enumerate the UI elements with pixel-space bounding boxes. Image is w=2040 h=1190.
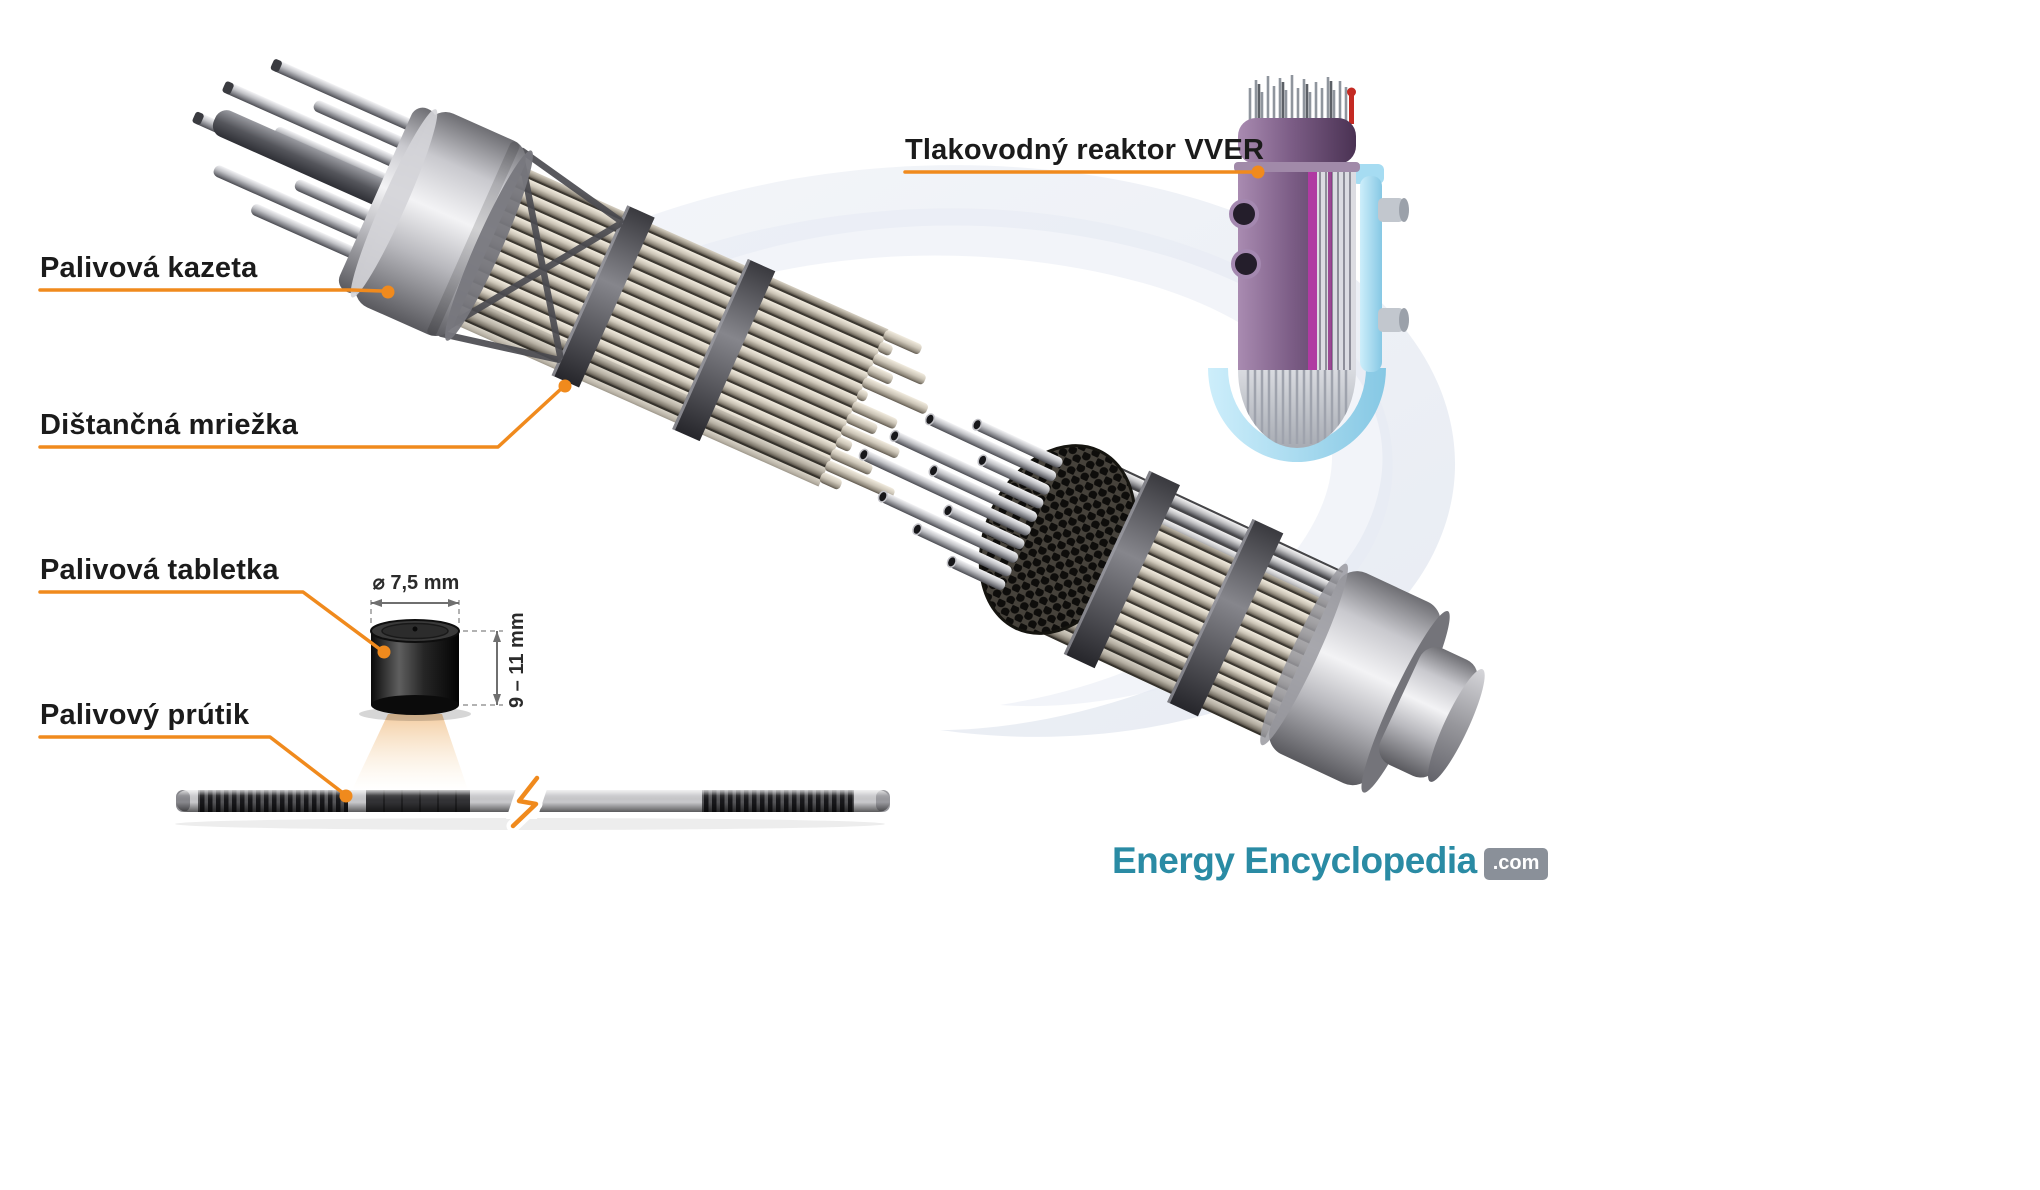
reactor-flange <box>1234 162 1360 172</box>
reactor-nozzle-lower <box>1231 249 1261 279</box>
rod-break-zigzag <box>510 775 540 829</box>
hex-spacer-bands <box>1063 470 1284 717</box>
pellet-dimension-lines <box>370 598 503 706</box>
hex-guide-tubes <box>858 413 1063 590</box>
control-rod-drives <box>1248 75 1348 130</box>
label-fuel-pellet: Palivová tabletka <box>40 554 279 586</box>
label-reactor: Tlakovodný reaktor VVER <box>905 134 1265 166</box>
pellet-beam <box>352 714 468 790</box>
leader-fuel-pellet <box>38 590 383 652</box>
fuel-assembly-illustration <box>192 59 928 499</box>
assembly-head <box>338 107 533 341</box>
leader-dot-fuel-assembly <box>381 285 395 299</box>
leader-dot-fuel-pellet <box>377 645 391 659</box>
guide-tubes <box>192 59 431 266</box>
leader-dot-spacer-grid <box>558 379 572 393</box>
logo-energy: Energy <box>1112 840 1235 881</box>
leader-dots <box>339 165 1265 803</box>
assembly-tail <box>1260 563 1485 793</box>
brand-logo: Energy Encyclopedia.com <box>1112 840 1549 882</box>
fuel-pellet-illustration <box>359 619 471 721</box>
fuel-assembly-hex-illustration <box>858 413 1485 793</box>
logo-encyclopedia: Encyclopedia <box>1244 840 1477 881</box>
label-spacer-grid: Dištančná mriežka <box>40 409 299 441</box>
dimension-pellet-diameter: ⌀ 7,5 mm <box>372 572 460 594</box>
reactor-illustration <box>1208 75 1409 462</box>
label-fuel-assembly: Palivová kazeta <box>40 252 258 284</box>
leader-fuel-rod <box>38 735 345 795</box>
reactor-water-jacket <box>1208 368 1386 462</box>
label-fuel-rod: Palivový prútik <box>40 699 250 731</box>
logo-com-badge: .com <box>1483 848 1549 880</box>
leader-fuel-assembly <box>38 288 384 293</box>
fuel-rod-illustration <box>176 771 890 833</box>
leader-dot-fuel-rod <box>339 789 353 803</box>
reactor-head <box>1238 118 1356 164</box>
dimension-pellet-height: 9 – 11 mm <box>506 612 528 708</box>
leader-spacer-grid <box>38 386 564 449</box>
reactor-red-valve <box>1349 94 1354 124</box>
leader-lines <box>38 170 1254 795</box>
spacer-grid-bands <box>551 205 776 442</box>
reactor-nozzle-upper <box>1229 199 1259 229</box>
leader-dot-reactor <box>1251 165 1265 179</box>
reactor-cutaway <box>1308 172 1356 370</box>
